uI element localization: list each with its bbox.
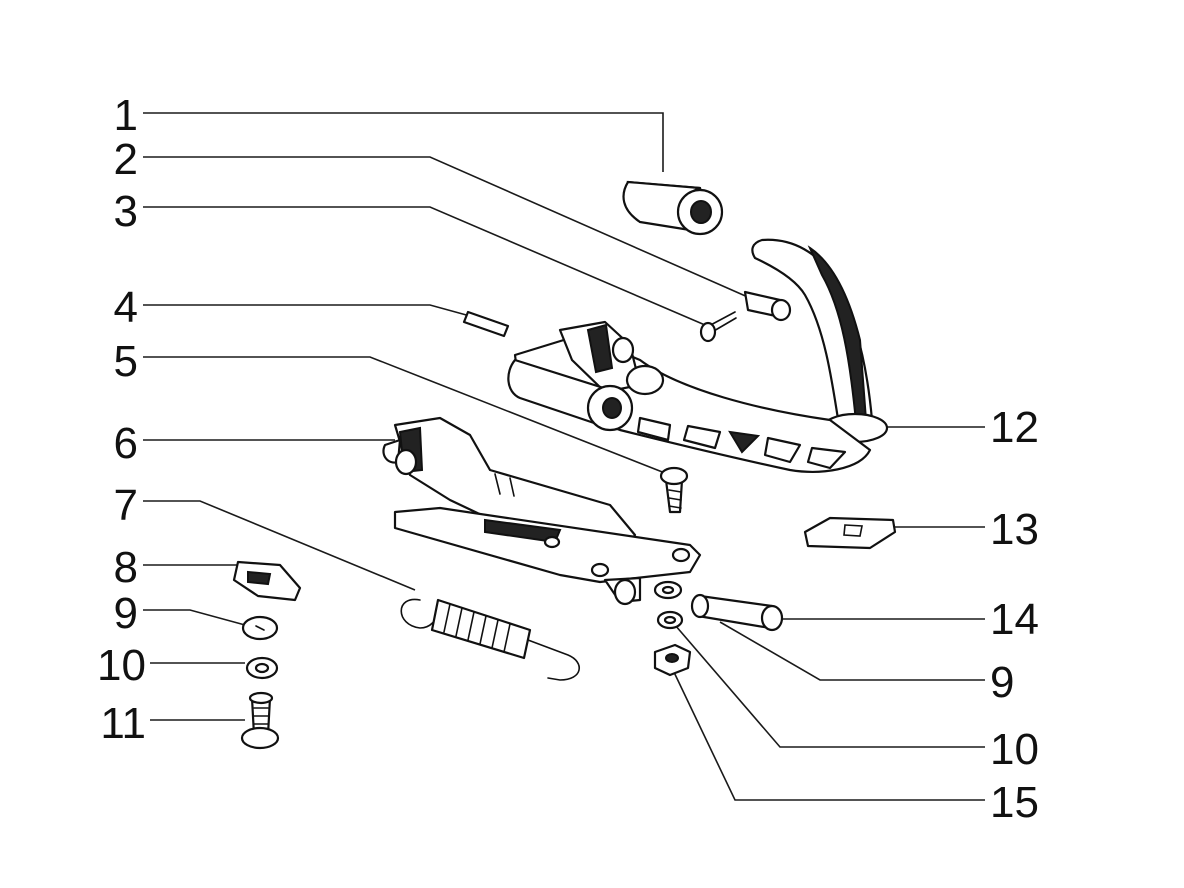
leader-7 [143, 500, 416, 591]
callout-13: 13 [990, 505, 1039, 554]
part-2-pin [743, 290, 792, 322]
callout-8: 8 [114, 543, 138, 592]
part-6-stand [382, 416, 702, 606]
part-11-bolt [240, 691, 280, 750]
part-12-lever [507, 238, 889, 473]
callout-1: 1 [114, 91, 138, 140]
part-8-clip [232, 560, 302, 602]
callout-6: 6 [114, 419, 138, 468]
part-7-spring [400, 598, 580, 681]
callout-10b: 10 [990, 725, 1039, 774]
callout-7: 7 [114, 481, 138, 530]
callout-10a: 10 [97, 641, 146, 690]
leader-4 [143, 304, 471, 317]
leader-9b [719, 621, 985, 681]
part-5-bolt [659, 466, 689, 514]
leader-1 [143, 112, 664, 172]
callout-4: 4 [114, 283, 138, 332]
callout-11: 11 [100, 699, 146, 748]
leader-3 [143, 206, 706, 326]
part-9-washer-right [653, 580, 683, 600]
part-15-nut [653, 643, 692, 677]
leader-2 [143, 156, 751, 299]
callout-5: 5 [114, 337, 138, 386]
callout-12: 12 [990, 403, 1039, 452]
leader-5 [143, 356, 671, 476]
part-3-split-pin [699, 311, 737, 343]
callout-numbers: 1 2 3 4 5 6 7 8 9 10 11 12 13 14 9 10 15 [97, 91, 1039, 827]
part-13-pad [803, 516, 897, 550]
callout-14: 14 [990, 595, 1039, 644]
callout-9a: 9 [114, 589, 138, 638]
leader-15 [671, 667, 985, 801]
part-10-lock-washer-left [245, 656, 279, 680]
leader-10b [674, 624, 985, 748]
leader-lines [143, 112, 985, 801]
part-10-lock-washer-right [656, 610, 684, 630]
part-1-rubber-grip [622, 180, 724, 236]
callout-9b: 9 [990, 658, 1014, 707]
leader-9a [143, 609, 246, 626]
part-14-pin [690, 593, 784, 632]
part-4-small-pin [462, 310, 510, 338]
callout-15: 15 [990, 778, 1039, 827]
callout-3: 3 [114, 187, 138, 236]
callout-2: 2 [114, 135, 138, 184]
part-9-washer-left [241, 615, 279, 641]
